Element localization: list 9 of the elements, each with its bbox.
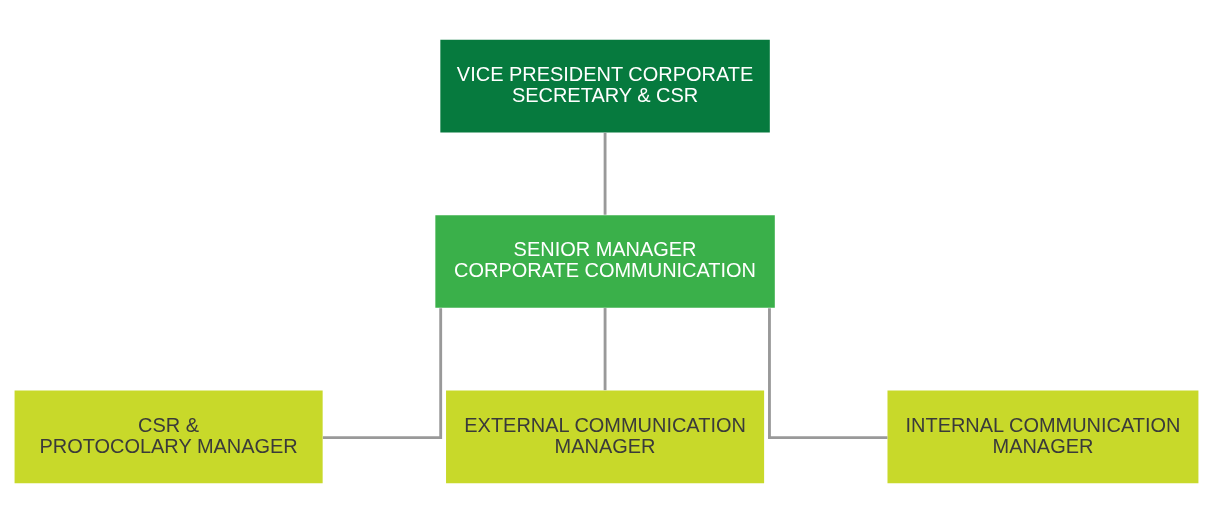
node-box: INTERNAL COMMUNICATION MANAGER <box>887 390 1199 484</box>
node-box: CSR & PROTOCOLARY MANAGER <box>14 390 323 484</box>
node-box: EXTERNAL COMMUNICATION MANAGER <box>446 390 765 484</box>
connector <box>768 308 888 440</box>
node-box: VICE PRESIDENT CORPORATE SECRETARY & CSR <box>440 39 770 133</box>
connector <box>603 308 607 391</box>
connector <box>322 308 443 440</box>
connector <box>603 132 607 215</box>
node-box: SENIOR MANAGER CORPORATE COMMUNICATION <box>435 215 775 308</box>
